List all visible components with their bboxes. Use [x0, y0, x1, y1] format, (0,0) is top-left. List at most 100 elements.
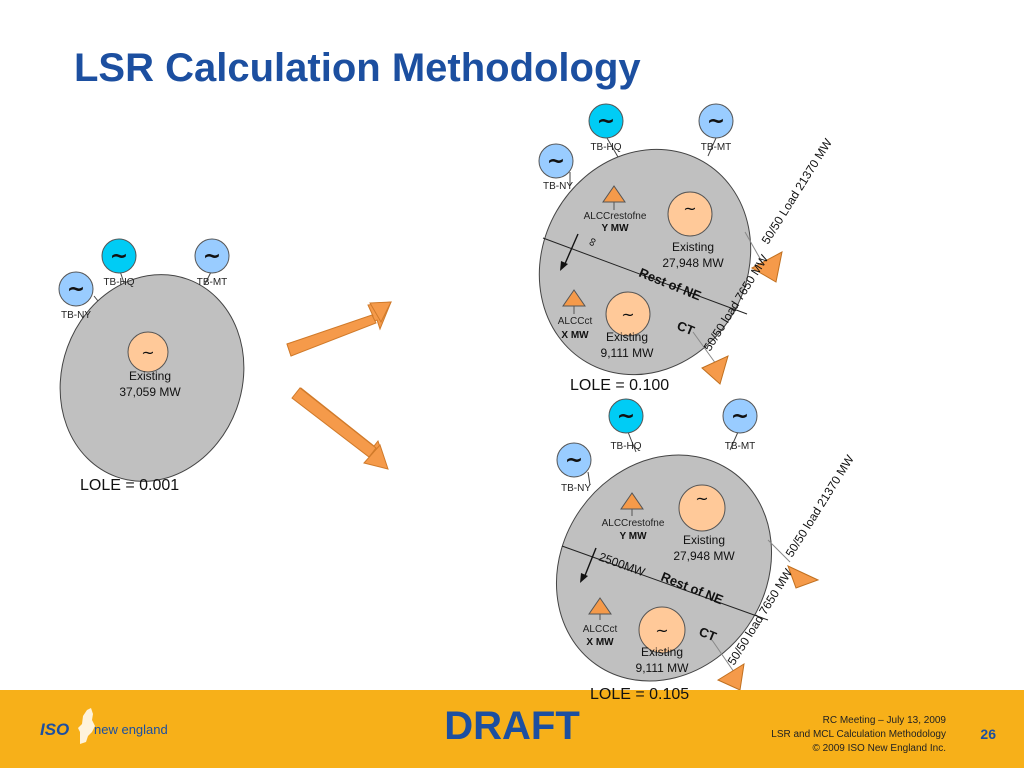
region-ct: CT — [675, 318, 697, 338]
tie-generator-tb-mt: ~ TB-MT — [722, 398, 758, 452]
existing-label: Existing — [129, 369, 171, 383]
region-ct: CT — [697, 624, 719, 644]
existing-generator-circle — [667, 191, 713, 237]
sine-wave-icon: ~ — [597, 109, 615, 134]
tie-generator-circle — [194, 238, 230, 274]
flow-arrow-head-icon — [560, 261, 568, 271]
sine-wave-icon: ~ — [203, 244, 221, 269]
tie-generator-tb-ny: ~ TB-NY — [538, 143, 574, 192]
load-label: 50/50 load 21370 MW — [783, 452, 857, 560]
generator-label: TB-NY — [61, 310, 91, 321]
alcc-name: ALCCrestofne — [602, 518, 665, 529]
existing-label: Existing — [641, 645, 683, 659]
existing-value: 37,059 MW — [119, 385, 181, 399]
sine-wave-icon: ~ — [683, 199, 696, 218]
load-triangle-icon — [716, 663, 745, 690]
existing-generator-rest: ~ Existing 27,948 MW — [662, 191, 724, 270]
existing-label: Existing — [606, 330, 648, 344]
alcc-rest-of-ne: ALCCrestofne Y MW — [602, 492, 665, 542]
meeting-line: © 2009 ISO New England Inc. — [812, 743, 946, 754]
tie-generator-circle — [58, 271, 94, 307]
alcc-value: X MW — [586, 637, 614, 648]
generator-label: TB-MT — [701, 142, 732, 153]
generator-label: TB-NY — [543, 181, 573, 192]
tie-generator-circle — [698, 103, 734, 139]
case-top: ∞ ~ TB-NY ~ TB-HQ ~ TB-MT ALCCrestofne Y… — [538, 103, 836, 394]
page-number: 26 — [980, 726, 996, 742]
sine-wave-icon: ~ — [67, 277, 85, 302]
alcc-name: ALCCct — [558, 316, 593, 327]
existing-label: Existing — [672, 240, 714, 254]
lole-bottom: LOLE = 0.105 — [590, 686, 690, 703]
tie-generator-circle — [538, 143, 574, 179]
sine-wave-icon: ~ — [731, 404, 749, 429]
existing-value: 27,948 MW — [662, 256, 724, 270]
flow-arrow-line — [583, 547, 597, 579]
existing-generator-ct: ~ Existing 9,111 MW — [601, 291, 655, 360]
load-label: 50/50 Load 21370 MW — [759, 136, 836, 247]
sine-wave-icon: ~ — [617, 404, 635, 429]
sine-wave-icon: ~ — [110, 244, 128, 269]
load-triangle-icon — [701, 355, 729, 385]
load-triangle-icon — [787, 565, 820, 589]
alcc-value: Y MW — [601, 223, 629, 234]
flow-arrow-line — [563, 233, 579, 267]
existing-generator-circle — [638, 606, 686, 654]
existing-value: 9,111 MW — [601, 346, 655, 360]
tie-generator-tb-hq: ~ TB-HQ — [101, 238, 137, 288]
existing-generator-circle — [127, 331, 169, 373]
iso-new-england-logo: ISO new england — [40, 708, 200, 748]
generator-label: TB-NY — [561, 483, 591, 494]
draft-label: DRAFT — [444, 704, 580, 748]
tie-generator-tb-ny: ~ TB-NY — [58, 271, 94, 321]
logo-iso-text: ISO — [40, 720, 70, 739]
sine-wave-icon: ~ — [141, 343, 154, 362]
sine-wave-icon: ~ — [707, 109, 725, 134]
generator-label: TB-MT — [197, 277, 228, 288]
generator-label: TB-HQ — [103, 277, 134, 288]
generator-label: TB-MT — [725, 441, 756, 452]
existing-value: 9,111 MW — [636, 661, 690, 675]
tie-generator-tb-ny: ~ TB-NY — [556, 442, 592, 494]
generator-label: TB-HQ — [590, 142, 621, 153]
alcc-value: Y MW — [619, 531, 647, 542]
lsr-diagram: ~ TB-NY ~ TB-HQ ~ TB-MT ~ Existing 37,05… — [58, 103, 857, 690]
tie-generator-circle — [608, 398, 644, 434]
tie-generator-tb-mt: ~ TB-MT — [194, 238, 230, 288]
lole-single: LOLE = 0.001 — [80, 477, 179, 494]
interface-line — [561, 545, 769, 621]
load-triangle-icon — [750, 251, 783, 283]
existing-generator-rest: ~ Existing 27,948 MW — [673, 484, 735, 563]
existing-generator-circle — [678, 484, 726, 532]
meeting-line: LSR and MCL Calculation Methodology — [771, 729, 946, 740]
tie-generator-tb-hq: ~ TB-HQ — [588, 103, 624, 153]
tie-generator-tb-mt: ~ TB-MT — [698, 103, 734, 153]
existing-value: 27,948 MW — [673, 549, 735, 563]
generator-label: TB-HQ — [610, 441, 641, 452]
sine-wave-icon: ~ — [565, 448, 583, 473]
sine-wave-icon: ~ — [695, 489, 708, 508]
slide-title: LSR Calculation Methodology — [74, 46, 641, 90]
sine-wave-icon: ~ — [547, 149, 565, 174]
single-area-system: ~ TB-NY ~ TB-HQ ~ TB-MT ~ Existing 37,05… — [58, 238, 245, 494]
tie-generator-circle — [722, 398, 758, 434]
alcc-ct: ALCCct X MW — [583, 597, 618, 648]
tie-generator-circle — [556, 442, 592, 478]
footer-bar: ISO new england DRAFT RC Meeting – July … — [0, 690, 1024, 768]
tie-generator-circle — [588, 103, 624, 139]
sine-wave-icon: ~ — [655, 621, 668, 640]
alcc-ct: ALCCct X MW — [558, 289, 593, 341]
alcc-rest-of-ne: ALCCrestofne Y MW — [584, 185, 647, 234]
new-england-map-icon — [78, 708, 95, 744]
meeting-line: RC Meeting – July 13, 2009 — [822, 715, 946, 726]
flow-arrow-head-icon — [580, 573, 588, 583]
logo-new-england-text: new england — [94, 722, 168, 737]
existing-generator-ct: ~ Existing 9,111 MW — [636, 606, 690, 675]
tie-generator-tb-hq: ~ TB-HQ — [608, 398, 644, 452]
case-bottom: 2500MW ~ TB-NY ~ TB-HQ ~ TB-MT ALCCresto… — [555, 398, 857, 690]
tie-generator-circle — [101, 238, 137, 274]
lole-top: LOLE = 0.100 — [570, 377, 669, 394]
alcc-name: ALCCct — [583, 624, 618, 635]
sine-wave-icon: ~ — [621, 305, 634, 324]
existing-generator-circle — [605, 291, 651, 337]
